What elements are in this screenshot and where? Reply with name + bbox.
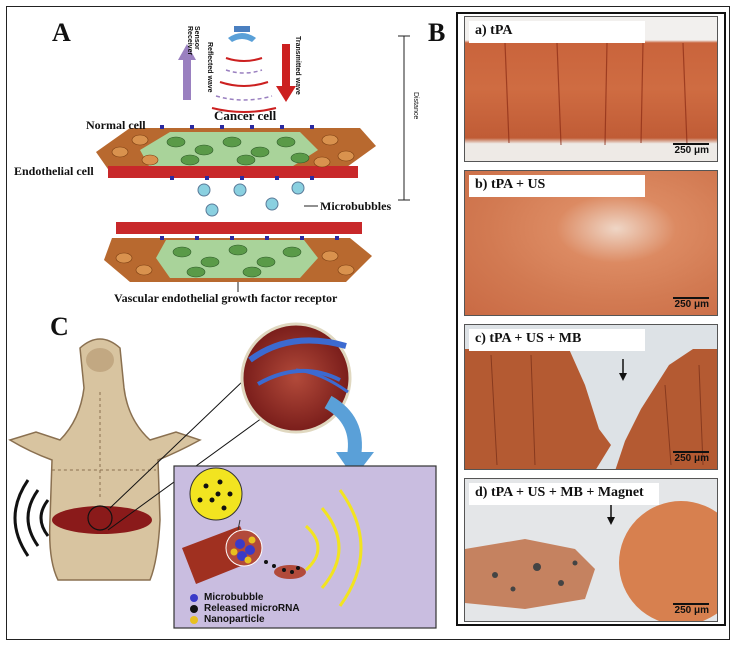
transmitted-wave-arrow xyxy=(276,44,296,102)
distance-label: Distance xyxy=(412,92,419,120)
figure-frame xyxy=(6,6,730,640)
external-waves xyxy=(13,479,50,557)
lower-normal-cells xyxy=(115,250,355,276)
endothelial-cell-label: Endothelial cell xyxy=(14,164,94,178)
upper-cells xyxy=(166,136,310,166)
panel-label-b: B xyxy=(428,18,446,47)
lower-receptors xyxy=(160,236,339,240)
upper-normal-cells xyxy=(111,134,355,168)
micrograph-c-label: c) tPA + US + MB xyxy=(469,329,645,351)
normal-cell-label: Normal cell xyxy=(86,118,146,132)
legend-microbubble-label: Microbubble xyxy=(204,592,264,603)
micrograph-b-label: b) tPA + US xyxy=(469,175,645,197)
legend-marker-nanoparticle xyxy=(190,616,198,624)
legend-microrna-label: Released microRNA xyxy=(204,603,300,614)
scale-text-c: 250 μm xyxy=(674,453,709,464)
panel-b-border xyxy=(456,12,726,626)
micrograph-a: a) tPA 250 μm xyxy=(464,16,718,162)
scale-text-b: 250 μm xyxy=(674,299,709,310)
zoom-circle xyxy=(87,505,113,531)
scale-text-d: 250 μm xyxy=(674,605,709,616)
sensor-icon xyxy=(228,26,256,42)
micrograph-d: d) tPA + US + MB + Magnet 250 μm xyxy=(464,478,718,622)
scale-bar-d xyxy=(673,603,709,605)
reflected-wave-arrow xyxy=(178,44,196,100)
micrograph-a-label: a) tPA xyxy=(469,21,645,43)
vegf-receptor-label: Vascular endothelial growth factor recep… xyxy=(114,291,338,305)
reflected-wave-label: Reflected wave xyxy=(206,42,213,93)
mouse-illustration xyxy=(8,338,202,581)
micrograph-d-label: d) tPA + US + MB + Magnet xyxy=(469,483,659,505)
legend-nanoparticle-label: Nanoparticle xyxy=(204,614,265,625)
cancer-cell-label: Cancer cell xyxy=(214,108,277,123)
curved-arrow xyxy=(324,395,374,478)
ultrasound-waves xyxy=(211,57,277,113)
scale-bar-c xyxy=(673,451,709,453)
micrograph-c: c) tPA + US + MB 250 μm xyxy=(464,324,718,470)
transmitted-wave-label: Transmitted wave xyxy=(294,36,301,95)
scale-text-a: 250 μm xyxy=(674,145,709,156)
panel-label-c: C xyxy=(50,312,69,341)
microbubbles xyxy=(197,181,305,217)
micrograph-b: b) tPA + US 250 μm xyxy=(464,170,718,316)
sensor-receiver-label: Sensor Receiver xyxy=(186,26,200,56)
zoomed-vessel xyxy=(240,322,352,434)
legend-marker-microrna xyxy=(190,605,198,613)
scale-bar-a xyxy=(673,143,709,145)
lower-cells xyxy=(172,244,302,278)
microbubbles-label: Microbubbles xyxy=(320,199,392,213)
scale-bar-b xyxy=(673,297,709,299)
inset-microbubbles xyxy=(235,539,255,561)
inset-box xyxy=(173,465,437,629)
tumor-region xyxy=(52,506,152,534)
distance-bracket xyxy=(398,35,410,201)
legend-marker-microbubble xyxy=(190,594,198,602)
panel-label-a: A xyxy=(52,18,71,47)
upper-receptors xyxy=(160,125,314,180)
